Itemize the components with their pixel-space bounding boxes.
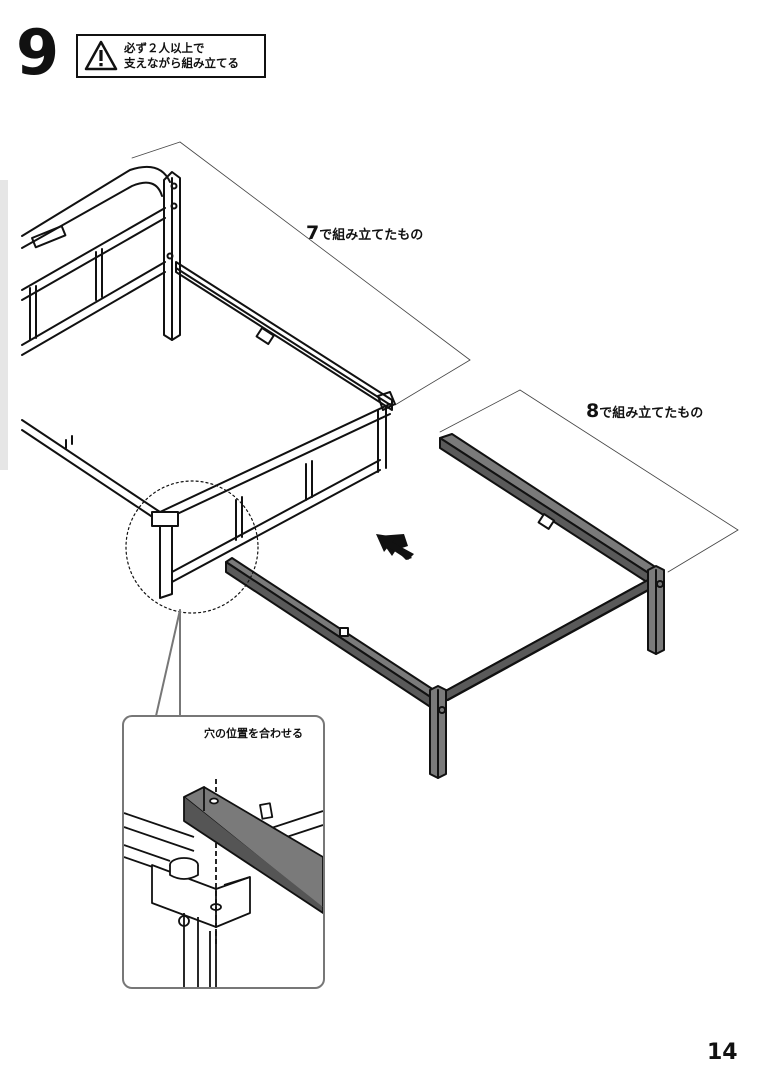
step-number: 9 bbox=[16, 16, 59, 89]
detail-caption: 穴の位置を合わせる bbox=[204, 727, 303, 740]
warning-line-2: 支えながら組み立てる bbox=[124, 56, 239, 70]
callout-step-7-number: 7 bbox=[306, 222, 320, 244]
warning-notice: 必ず２人以上で 支えながら組み立てる bbox=[76, 34, 266, 78]
page-number: 14 bbox=[707, 1040, 738, 1065]
callout-step-8-number: 8 bbox=[586, 400, 600, 422]
callout-step-7-assembly: 7で組み立てたもの bbox=[306, 222, 423, 244]
joint-closeup-illustration bbox=[124, 779, 323, 987]
callout-step-8-assembly: 8で組み立てたもの bbox=[586, 400, 703, 422]
callout-step-7-text: で組み立てたもの bbox=[319, 228, 424, 243]
warning-triangle-icon bbox=[84, 40, 118, 71]
detail-callout: 穴の位置を合わせる bbox=[122, 715, 325, 989]
callout-step-8-text: で組み立てたもの bbox=[599, 406, 704, 421]
page-edge-tab bbox=[0, 180, 8, 470]
warning-line-1: 必ず２人以上で bbox=[124, 41, 205, 55]
warning-text: 必ず２人以上で 支えながら組み立てる bbox=[124, 41, 239, 71]
